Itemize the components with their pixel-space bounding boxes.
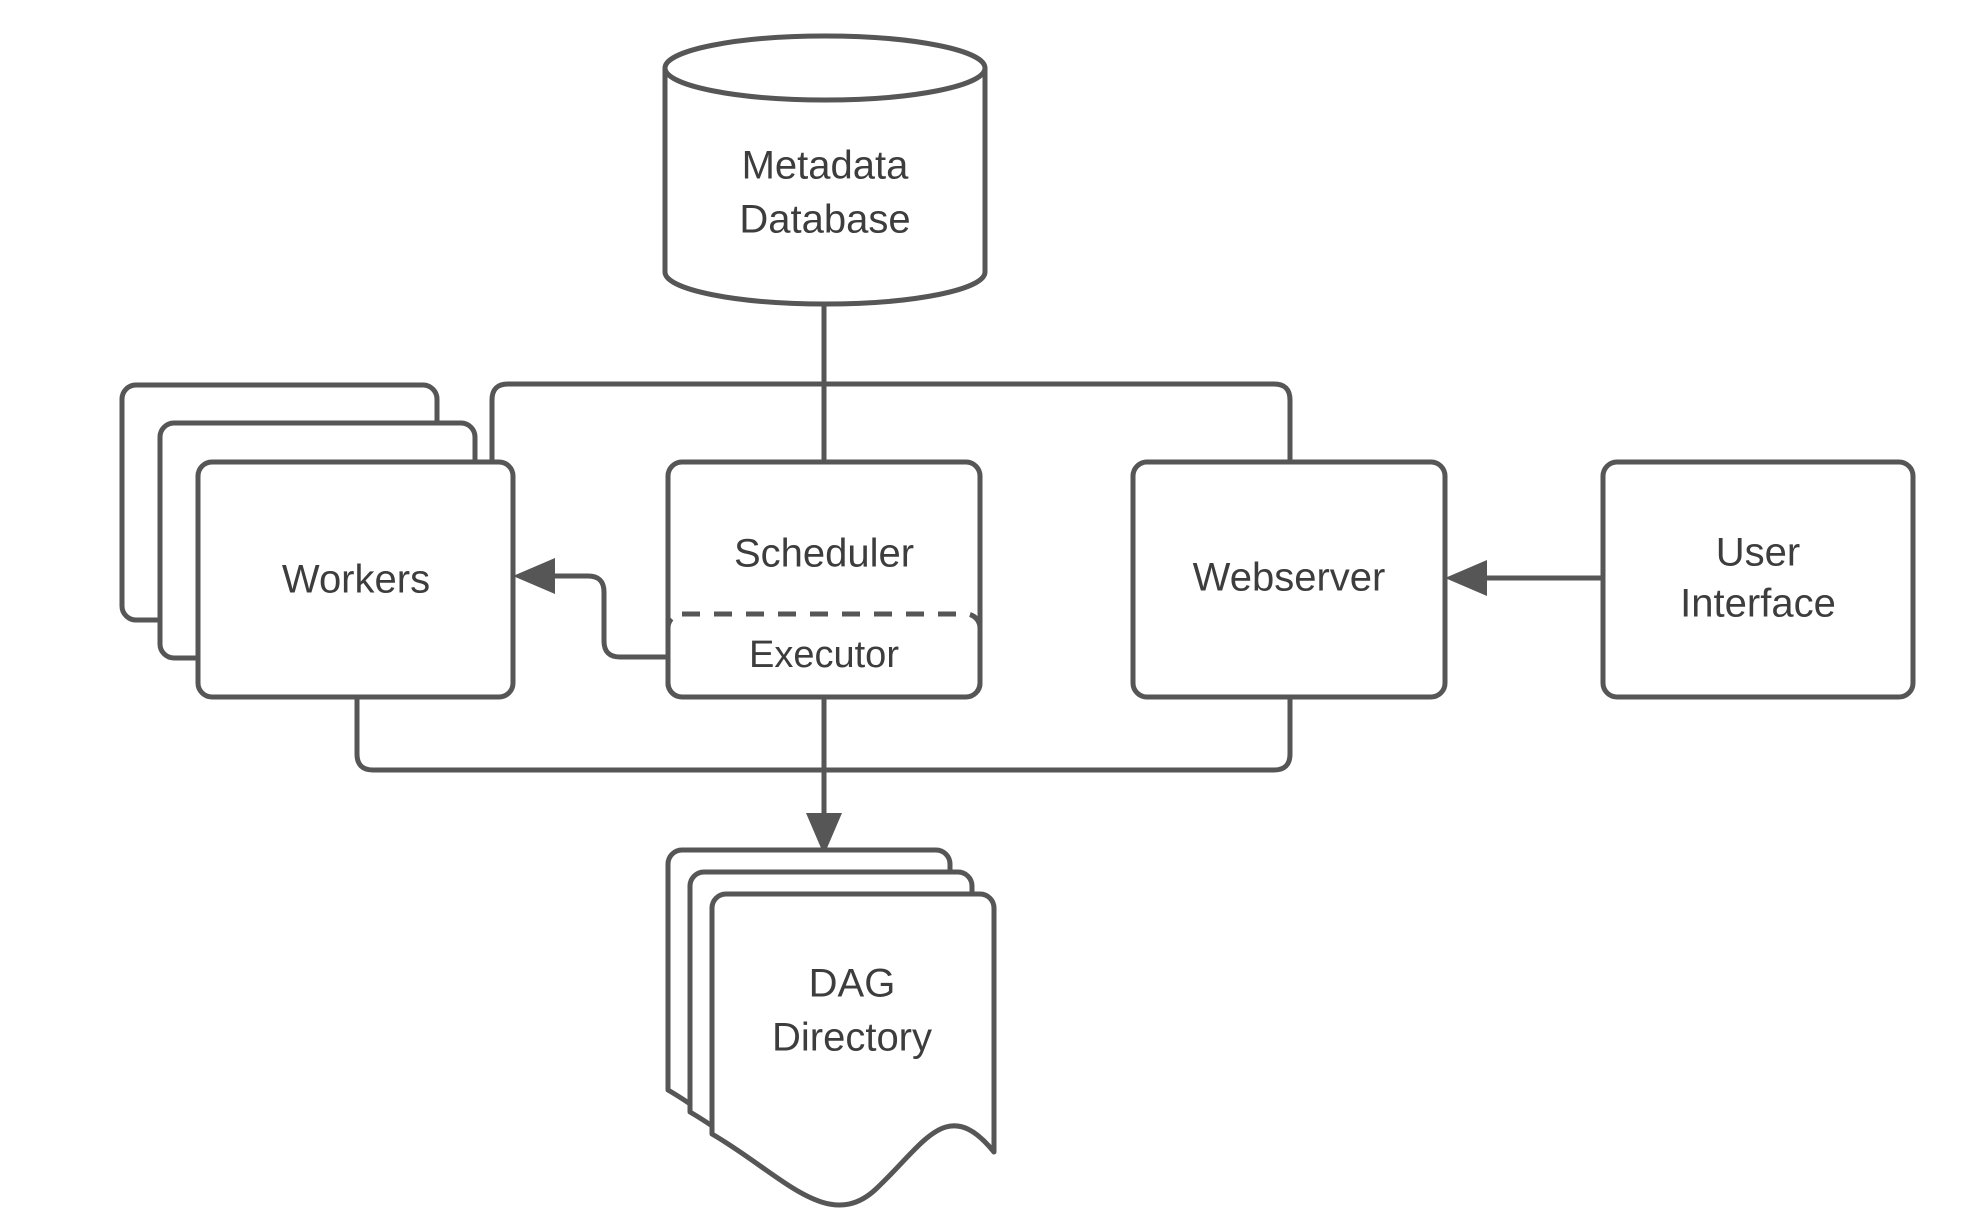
edge-executor-to-workers [513, 558, 668, 660]
node-user-interface[interactable]: User Interface [1600, 459, 1916, 700]
arrowhead-left-icon [513, 558, 555, 594]
node-scheduler[interactable]: Scheduler [665, 459, 983, 700]
arrowhead-down-icon [806, 813, 842, 855]
node-dag-directory[interactable]: DAG Directory [665, 847, 997, 1208]
user-interface-box [1600, 459, 1916, 700]
node-executor[interactable]: Executor [665, 611, 983, 700]
edge-workers-webserver-top-bus [489, 381, 1293, 462]
dag-directory-label-line1: DAG [809, 962, 896, 1006]
scheduler-label: Scheduler [734, 532, 914, 576]
workers-stack-front [195, 459, 516, 700]
executor-box [665, 611, 983, 700]
metadata-database-label-line2: Database [739, 198, 910, 242]
dag-directory-stack-front [709, 891, 997, 1208]
arrowhead-left-icon [1445, 560, 1487, 596]
webserver-box [1130, 459, 1448, 700]
executor-label: Executor [749, 634, 899, 676]
workers-label: Workers [282, 558, 430, 602]
webserver-label: Webserver [1193, 556, 1386, 600]
node-metadata-database[interactable]: Metadata Database [662, 33, 988, 307]
node-workers[interactable]: Workers [119, 382, 516, 700]
dag-directory-label-line2: Directory [772, 1016, 932, 1060]
edge-user-interface-to-webserver [1445, 560, 1603, 596]
edge-executor-to-dag-directory [806, 697, 842, 855]
node-webserver[interactable]: Webserver [1130, 459, 1448, 700]
user-interface-label-line2: Interface [1680, 582, 1836, 626]
user-interface-label-line1: User [1716, 531, 1800, 575]
metadata-database-label-line1: Metadata [742, 144, 910, 188]
